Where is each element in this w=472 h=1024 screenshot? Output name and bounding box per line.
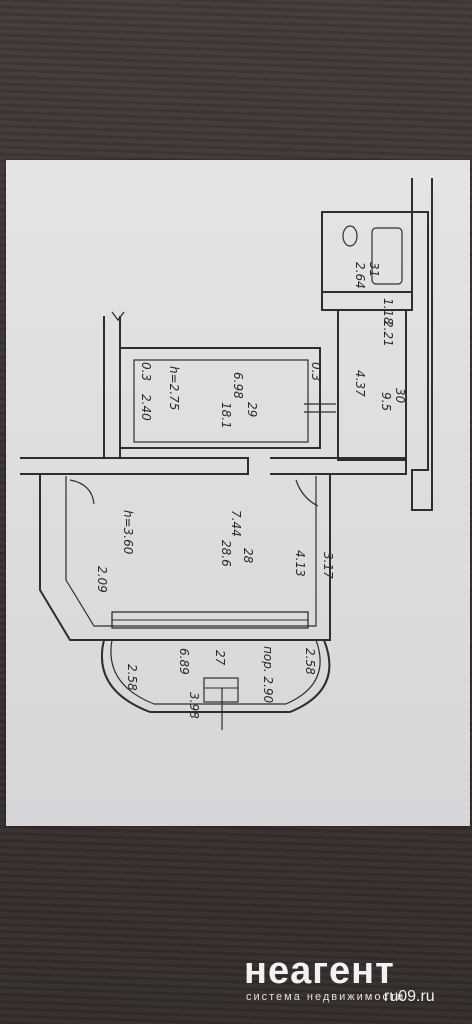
label-balcony-b: 3.98 <box>187 692 201 719</box>
label-balcony-w: 6.89 <box>177 648 191 675</box>
label-room-28-len: 4.13 <box>293 550 307 577</box>
balcony-wall <box>100 639 331 713</box>
label-room-29-t1: 0.3 <box>139 362 153 381</box>
floor-plan-sheet <box>6 160 470 826</box>
label-room-29-num: 29 <box>245 402 259 417</box>
left-partition <box>103 316 121 459</box>
label-room-31-h: 1.18 <box>381 298 395 325</box>
label-room-28-d1: 2.09 <box>95 566 109 593</box>
label-room-29-side: 2.40 <box>139 394 153 421</box>
outer-wall-right <box>411 178 433 511</box>
label-room-29-w: 6.98 <box>231 372 245 399</box>
label-room-28-num: 28 <box>241 548 255 564</box>
label-room-30-len: 4.37 <box>353 370 367 397</box>
label-room-29-area: 18.1 <box>219 402 233 429</box>
label-balcony-l: 2.58 <box>125 664 139 691</box>
label-room-30-num: 30 <box>393 388 407 404</box>
label-room-28-height: h=3.60 <box>121 510 135 555</box>
label-room-30-area: 9.5 <box>379 392 393 411</box>
label-room-29-t2: 0.3 <box>309 362 323 381</box>
brand-logo: неагент <box>244 950 395 992</box>
label-room-31-num: 31 <box>367 262 381 277</box>
label-room-28-area: 28.6 <box>219 540 233 567</box>
label-balcony-name: пор. 2.90 <box>261 646 275 704</box>
label-balcony-num: 27 <box>213 650 227 666</box>
label-room-30-w: 2.21 <box>381 320 395 347</box>
bathroom-wall <box>321 211 413 311</box>
room-28-wall <box>39 474 331 641</box>
label-room-31-area: 2.64 <box>353 262 367 289</box>
brand-tagline: система недвижимости <box>246 991 406 1003</box>
label-room-28-d2: 3.17 <box>321 552 335 579</box>
corridor-wall <box>337 309 407 461</box>
label-room-28-w: 7.44 <box>229 510 243 537</box>
label-balcony-r: 2.58 <box>303 648 317 675</box>
label-room-29-height: h=2.75 <box>167 366 181 410</box>
divider-wall <box>20 457 249 475</box>
brand-site: ru09.ru <box>384 988 435 1005</box>
